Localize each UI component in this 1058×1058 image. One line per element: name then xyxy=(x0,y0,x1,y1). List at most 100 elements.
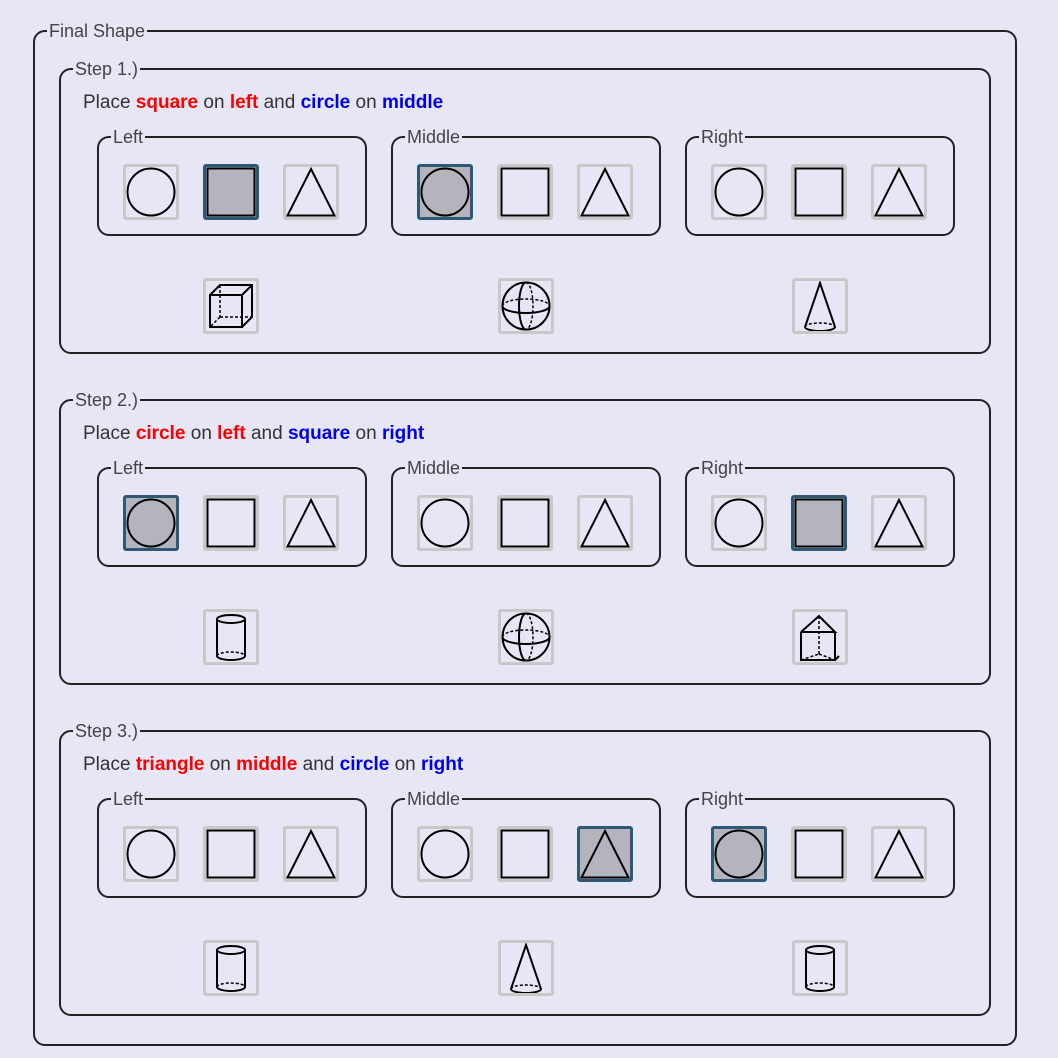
circle-icon xyxy=(714,498,764,548)
position-legend: Left xyxy=(113,127,144,147)
step-2-panel: Step 2.) Place circle on left and square … xyxy=(59,391,991,685)
square-option-right[interactable] xyxy=(791,495,847,551)
circle-icon xyxy=(420,829,470,879)
instruction-text: and xyxy=(302,754,335,775)
position-right-group: Right xyxy=(685,790,955,898)
position-middle-group: Middle xyxy=(391,459,661,567)
position-legend: Middle xyxy=(407,789,461,809)
cube-icon xyxy=(209,284,253,328)
square-icon xyxy=(206,498,256,548)
triangle-icon xyxy=(286,829,336,879)
position-legend: Middle xyxy=(407,458,461,478)
circle-option-middle[interactable] xyxy=(417,495,473,551)
triangle-icon xyxy=(874,829,924,879)
square-option-left[interactable] xyxy=(203,495,259,551)
position-left-group: Left xyxy=(97,128,367,236)
triangle-option-left[interactable] xyxy=(283,495,339,551)
sphere-icon xyxy=(501,612,551,662)
triangle-icon xyxy=(580,829,630,879)
square-option-left[interactable] xyxy=(203,164,259,220)
instruction-text: on xyxy=(355,92,377,113)
instruction-text: on xyxy=(355,423,377,444)
square-option-right[interactable] xyxy=(791,164,847,220)
position-legend: Left xyxy=(113,458,144,478)
cylinder-icon xyxy=(805,945,835,992)
position-legend: Left xyxy=(113,789,144,809)
step-3-panel: Step 3.) Place triangle on middle and cir… xyxy=(59,722,991,1016)
instruction-text: on xyxy=(394,754,416,775)
circle-option-middle[interactable] xyxy=(417,164,473,220)
sphere-icon xyxy=(501,281,551,331)
triangle-icon xyxy=(286,498,336,548)
triangle-icon xyxy=(286,167,336,217)
result-solid-left xyxy=(203,940,259,996)
instruction-position-1: left xyxy=(229,92,259,113)
circle-icon xyxy=(126,829,176,879)
square-icon xyxy=(500,498,550,548)
circle-option-right[interactable] xyxy=(711,164,767,220)
triangle-option-middle[interactable] xyxy=(577,495,633,551)
position-left-group: Left xyxy=(97,790,367,898)
cone-icon xyxy=(804,281,836,331)
circle-icon xyxy=(420,167,470,217)
result-solid-right xyxy=(792,940,848,996)
circle-option-right[interactable] xyxy=(711,826,767,882)
square-icon xyxy=(794,498,844,548)
circle-option-middle[interactable] xyxy=(417,826,473,882)
square-option-middle[interactable] xyxy=(497,495,553,551)
instruction-text: on xyxy=(203,92,225,113)
step-instruction: Place square on left and circle on middl… xyxy=(83,92,443,114)
triangle-option-left[interactable] xyxy=(283,826,339,882)
result-solid-middle xyxy=(498,940,554,996)
square-option-left[interactable] xyxy=(203,826,259,882)
instruction-shape-2: circle xyxy=(300,92,351,113)
triangle-icon xyxy=(874,498,924,548)
triangle-icon xyxy=(580,167,630,217)
triangle-icon xyxy=(580,498,630,548)
position-middle-group: Middle xyxy=(391,790,661,898)
cylinder-icon xyxy=(216,945,246,992)
triangle-option-right[interactable] xyxy=(871,495,927,551)
circle-option-left[interactable] xyxy=(123,826,179,882)
square-icon xyxy=(794,167,844,217)
square-icon xyxy=(500,829,550,879)
square-option-middle[interactable] xyxy=(497,164,553,220)
result-solid-right xyxy=(792,609,848,665)
step-instruction: Place circle on left and square on right xyxy=(83,423,424,445)
square-option-middle[interactable] xyxy=(497,826,553,882)
position-legend: Middle xyxy=(407,127,461,147)
position-middle-group: Middle xyxy=(391,128,661,236)
circle-option-left[interactable] xyxy=(123,164,179,220)
triangle-option-right[interactable] xyxy=(871,164,927,220)
triangle-option-middle[interactable] xyxy=(577,164,633,220)
step-1-panel: Step 1.)Place square on left and circle … xyxy=(59,60,991,354)
step-instruction: Place triangle on middle and circle on r… xyxy=(83,754,463,776)
instruction-position-1: left xyxy=(217,423,246,444)
instruction-text: on xyxy=(190,423,212,444)
instruction-shape-2: circle xyxy=(339,754,390,775)
position-legend: Right xyxy=(701,127,744,147)
square-option-right[interactable] xyxy=(791,826,847,882)
square-icon xyxy=(206,167,256,217)
triangle-icon xyxy=(874,167,924,217)
result-solid-middle xyxy=(498,609,554,665)
position-legend: Right xyxy=(701,458,744,478)
instruction-position-2: right xyxy=(421,754,464,775)
step-legend: Step 3.) xyxy=(75,721,139,741)
final-shape-panel: Final Shape xyxy=(33,22,1017,1046)
triangle-option-right[interactable] xyxy=(871,826,927,882)
position-left-group: Left xyxy=(97,459,367,567)
square-icon xyxy=(206,829,256,879)
circle-option-left[interactable] xyxy=(123,495,179,551)
triangle-option-middle[interactable] xyxy=(577,826,633,882)
position-right-group: Right xyxy=(685,128,955,236)
step-legend: Step 2.) xyxy=(75,390,139,410)
result-solid-left xyxy=(203,609,259,665)
final-shape-title: Final Shape xyxy=(49,21,146,41)
instruction-text: Place xyxy=(83,754,131,775)
triangle-option-left[interactable] xyxy=(283,164,339,220)
circle-option-right[interactable] xyxy=(711,495,767,551)
instruction-position-1: middle xyxy=(236,754,298,775)
square-icon xyxy=(794,829,844,879)
instruction-position-2: right xyxy=(381,423,425,444)
